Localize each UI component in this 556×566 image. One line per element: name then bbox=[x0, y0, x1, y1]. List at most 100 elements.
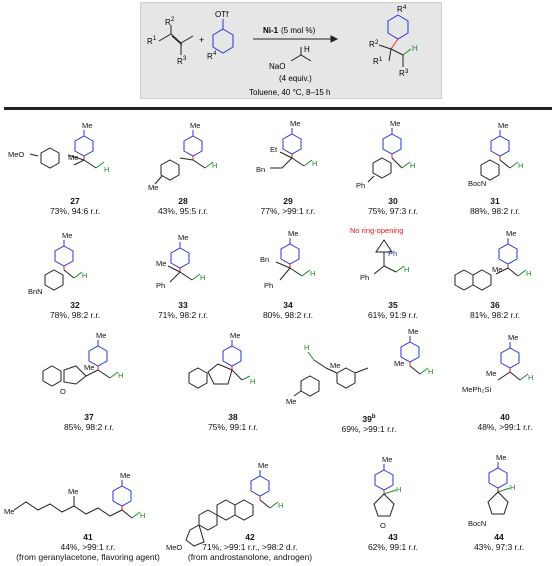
scheme-ar-r4-sup: 4 bbox=[213, 51, 217, 57]
label-me-41: Me bbox=[120, 471, 130, 480]
label-me-27b: Me bbox=[68, 153, 78, 162]
label-me-27: Me bbox=[82, 121, 92, 130]
label-me-42: Me bbox=[258, 461, 268, 470]
label-et-29: Et bbox=[270, 145, 278, 154]
label-bnn-32: BnN bbox=[28, 287, 43, 296]
label-me-34: Me bbox=[288, 229, 298, 238]
label-h-38: H bbox=[250, 377, 255, 386]
label-ph-34: Ph bbox=[264, 281, 273, 290]
label-me-32: Me bbox=[62, 231, 72, 240]
scheme-isopropoxide-h: H bbox=[304, 45, 310, 54]
label-me-40b: Me bbox=[486, 369, 496, 378]
label-bn-34: Bn bbox=[260, 255, 269, 264]
scheme-equiv: (4 equiv.) bbox=[279, 74, 312, 83]
label-h-36: H bbox=[526, 269, 531, 278]
label-me-36b: Me bbox=[492, 265, 502, 274]
scheme-product-r2: R bbox=[369, 40, 375, 49]
label-h-27: H bbox=[104, 165, 109, 174]
label-me-28b: Me bbox=[148, 183, 158, 192]
no-ring-opening-note: No ring-opening bbox=[350, 226, 404, 235]
scheme-r1-sup: 1 bbox=[153, 36, 157, 42]
label-h-42: H bbox=[278, 501, 283, 510]
section-divider bbox=[4, 107, 552, 110]
label-me-37b: Me bbox=[84, 363, 94, 372]
label-h-32: H bbox=[82, 271, 87, 280]
label-ph-35b: Ph bbox=[360, 273, 369, 282]
scheme-catalyst: Ni-1 bbox=[263, 26, 279, 35]
label-h-39b: H bbox=[428, 367, 433, 376]
label-h-29: H bbox=[312, 159, 317, 168]
reaction-scheme: R 2 R 1 R 3 + OTf R 4 Ni-1 (5 mol %) H N… bbox=[140, 2, 442, 99]
scheme-conditions: Toluene, 40 °C, 8–15 h bbox=[249, 88, 330, 97]
label-h-34: H bbox=[310, 269, 315, 278]
label-me-39d: Me bbox=[286, 397, 296, 406]
label-h-41: H bbox=[140, 511, 145, 520]
scheme-product-r1-sup: 1 bbox=[379, 57, 383, 63]
scheme-ar-r4: R bbox=[207, 52, 213, 61]
label-bocn-31: BocN bbox=[468, 179, 486, 188]
label-h-37: H bbox=[118, 371, 123, 380]
label-me-37: Me bbox=[96, 331, 106, 340]
label-me-33: Me bbox=[178, 233, 188, 242]
label-me-41b: Me bbox=[68, 487, 78, 496]
label-me-29: Me bbox=[290, 119, 300, 128]
label-me-28: Me bbox=[190, 121, 200, 130]
label-o-37: O bbox=[60, 387, 66, 396]
label-ph-35: Ph bbox=[388, 249, 397, 258]
scheme-loading: (5 mol %) bbox=[281, 26, 316, 35]
label-me-33b: Me bbox=[156, 259, 166, 268]
scheme-r1: R bbox=[147, 37, 153, 46]
label-ph-30: Ph bbox=[356, 181, 365, 190]
scheme-product-r4-sup: 4 bbox=[403, 5, 407, 11]
label-bocn-44: BocN bbox=[468, 519, 486, 528]
label-meo-27: MeO bbox=[8, 150, 24, 159]
label-me-31: Me bbox=[498, 121, 508, 130]
reaction-scheme-drawing: R 2 R 1 R 3 + OTf R 4 Ni-1 (5 mol %) H N… bbox=[147, 5, 418, 97]
label-h-28: H bbox=[212, 161, 217, 170]
label-si-40: MePh₂Si bbox=[462, 385, 492, 394]
scheme-product-r2-sup: 2 bbox=[375, 40, 379, 46]
label-h-44: H bbox=[510, 483, 515, 492]
label-me-44: Me bbox=[496, 453, 506, 462]
label-me-38: Me bbox=[230, 331, 240, 340]
label-h-30: H bbox=[410, 161, 415, 170]
scheme-isopropoxide: NaO bbox=[269, 62, 285, 71]
label-me-30: Me bbox=[390, 119, 400, 128]
label-me-36: Me bbox=[506, 229, 516, 238]
label-ph-33: Ph bbox=[156, 281, 165, 290]
label-h-43: H bbox=[396, 485, 401, 494]
label-me-39b: Me bbox=[394, 359, 404, 368]
label-me-39: Me bbox=[408, 327, 418, 336]
scheme-r3-sup: 3 bbox=[183, 56, 187, 62]
scheme-product-r3-sup: 3 bbox=[405, 69, 409, 75]
label-h-31: H bbox=[518, 161, 523, 170]
scheme-product-r3: R bbox=[399, 69, 405, 78]
scheme-product-r1: R bbox=[373, 57, 379, 66]
label-me-39c: Me bbox=[330, 361, 340, 370]
scheme-product-r4: R bbox=[397, 5, 403, 14]
scheme-r2-sup: 2 bbox=[171, 17, 175, 23]
scheme-plus: + bbox=[199, 35, 204, 45]
label-me-43: Me bbox=[382, 455, 392, 464]
label-bn-29: Bn bbox=[256, 165, 265, 174]
scheme-otf: OTf bbox=[215, 10, 229, 19]
scheme-product-h: H bbox=[412, 44, 418, 53]
scheme-r2: R bbox=[165, 18, 171, 27]
caption-39-sup: b bbox=[371, 414, 376, 420]
